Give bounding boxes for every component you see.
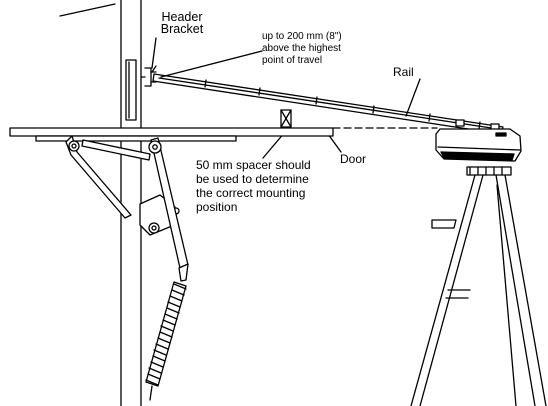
door-label: Door	[340, 152, 367, 166]
door-panel	[9, 127, 334, 142]
coil-spring	[145, 281, 187, 401]
step-ladder	[410, 166, 547, 406]
spacer-block	[280, 109, 292, 128]
rail-label: Rail	[393, 65, 414, 79]
rail	[152, 73, 504, 135]
header-bracket-label: Header Bracket	[160, 10, 204, 36]
door-arm	[65, 135, 189, 282]
height-note-label: up to 200 mm (8") above the highest poin…	[262, 31, 342, 66]
header-bracket	[140, 65, 157, 87]
wall-post	[120, 0, 142, 406]
stray-mark	[59, 3, 116, 17]
opener-motor	[435, 128, 522, 162]
spacer-note-label: 50 mm spacer should be used to determine…	[196, 158, 311, 214]
leader-lines	[151, 37, 421, 159]
